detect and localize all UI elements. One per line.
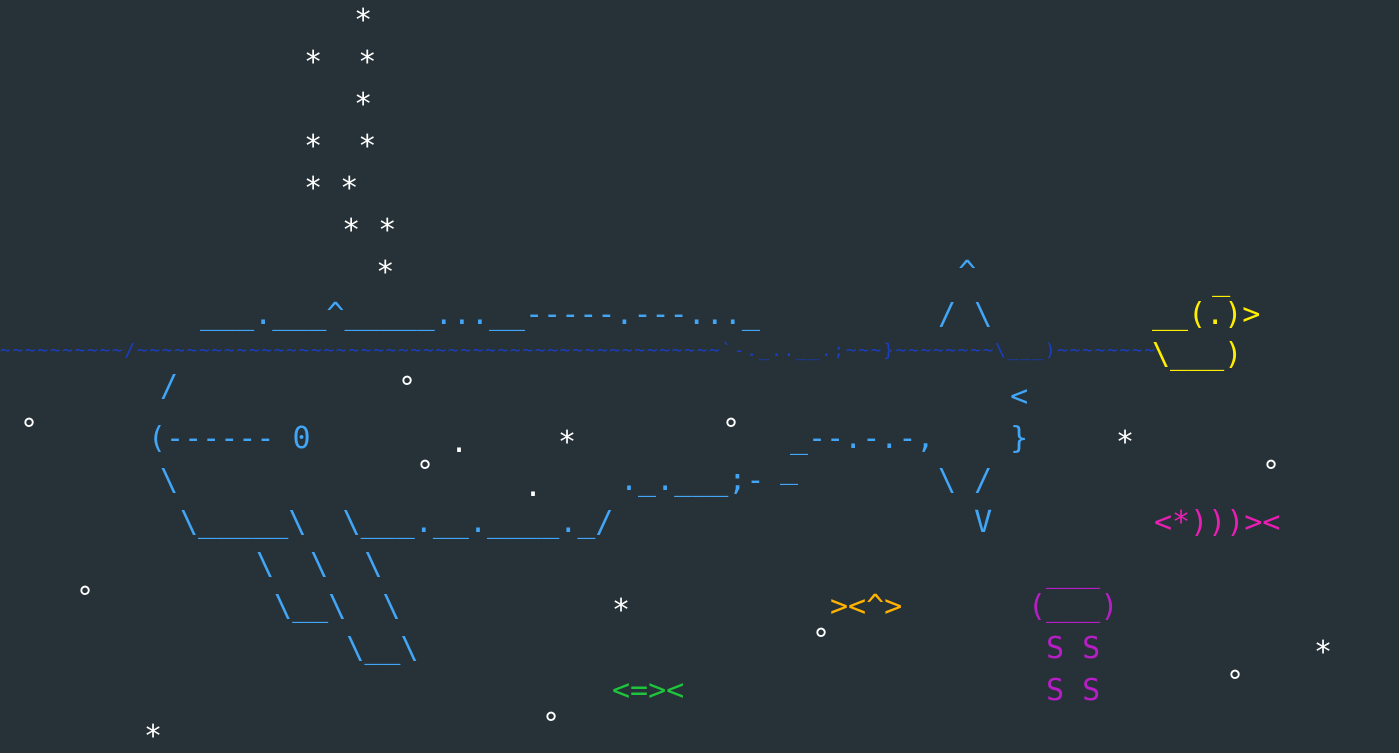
jellyfish-line: ___	[1028, 555, 1101, 590]
bubble: °	[1262, 455, 1281, 490]
whale-tail: }	[956, 421, 1029, 456]
whale-tail: V	[938, 505, 993, 540]
bubble: °	[1226, 665, 1245, 700]
spout-line: * *	[268, 171, 359, 206]
bubble: °	[20, 413, 39, 448]
spout-line: * *	[268, 129, 377, 164]
tiny-bubble: .	[524, 469, 543, 504]
starfish: *	[1116, 425, 1135, 460]
duck-line: __(.)>	[1152, 297, 1261, 332]
whale-tail: ^	[904, 255, 977, 290]
spout-line: *	[300, 87, 373, 122]
bubble: °	[416, 455, 435, 490]
fish-orange: ><^>	[830, 589, 903, 624]
bubble: °	[722, 413, 741, 448]
whale-body-line: /	[160, 369, 179, 404]
fish-magenta: <*)))><	[1154, 505, 1281, 540]
starfish: *	[144, 719, 163, 753]
spout-line: * *	[268, 45, 377, 80]
jellyfish-line: (___)	[1028, 589, 1119, 624]
tiny-bubble: .	[450, 425, 469, 460]
water-line: ~~~~~~~~~~/~~~~~~~~~~~~~~~~~~~~~~~~~~~~~…	[0, 340, 1157, 361]
spout-line: *	[304, 255, 395, 290]
whale-body-line: \	[160, 463, 179, 498]
whale-jaw-dash: _	[780, 451, 799, 486]
starfish: *	[558, 425, 577, 460]
bubble: °	[398, 371, 417, 406]
whale-tail: / \	[920, 297, 993, 332]
whale-jaw-top: _--.-.-,	[790, 421, 935, 456]
whale-tail: <	[956, 379, 1029, 414]
whale-belly: \_____\ \___.__.____._/	[180, 505, 614, 540]
fish-green: <=><	[612, 673, 685, 708]
starfish: *	[612, 593, 631, 628]
whale-head: (------ 0	[148, 421, 311, 456]
whale-flipper: \__\ \	[256, 589, 401, 624]
jellyfish-line: S S	[1028, 631, 1101, 666]
whale-back: ___.___^_____...__-----.---..._	[200, 297, 760, 332]
bubble: °	[812, 623, 831, 658]
whale-flipper: \ \ \	[256, 547, 383, 582]
bubble: °	[542, 707, 561, 742]
bubble: °	[76, 581, 95, 616]
whale-tail: \ /	[920, 463, 993, 498]
spout-line: *	[300, 3, 373, 38]
spout-line: * *	[288, 213, 397, 248]
jellyfish-line: S S	[1028, 673, 1101, 708]
whale-flipper: \__\	[256, 631, 419, 666]
starfish: *	[1314, 635, 1333, 670]
duck-line: _	[1158, 263, 1231, 298]
whale-jaw: ._.___;-	[620, 463, 765, 498]
duck-line: \___)	[1152, 337, 1243, 372]
